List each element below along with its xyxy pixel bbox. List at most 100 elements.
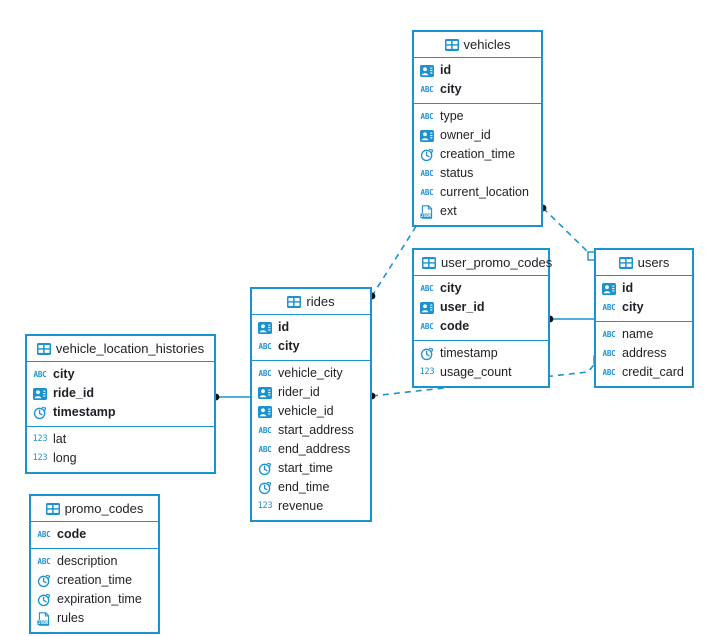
column-name: end_time xyxy=(278,480,330,495)
column-name: rules xyxy=(57,611,85,626)
column-row[interactable]: start_time xyxy=(252,459,370,478)
column-row[interactable]: creation_time xyxy=(414,145,541,164)
column-row[interactable]: JSON rules xyxy=(31,609,158,628)
abc-icon: ABC xyxy=(420,84,434,94)
column-row[interactable]: end_time xyxy=(252,478,370,497)
column-row[interactable]: id xyxy=(414,61,541,80)
table-header-promo_codes[interactable]: promo_codes xyxy=(31,496,158,522)
relationship-vehicle-location-histories-to-rides[interactable] xyxy=(212,393,250,401)
column-row[interactable]: JSON ext xyxy=(414,202,541,221)
column-row[interactable]: owner_id xyxy=(414,126,541,145)
table-name: promo_codes xyxy=(64,501,144,516)
column-row[interactable]: timestamp xyxy=(414,344,548,363)
table-icon xyxy=(422,257,436,269)
id-card-icon xyxy=(32,386,48,402)
column-name: code xyxy=(57,527,87,542)
abc-icon: ABC xyxy=(37,556,51,566)
clock-icon xyxy=(419,147,435,163)
abc-icon: ABC xyxy=(602,348,616,358)
clock-icon xyxy=(36,573,52,589)
svg-text:JSON: JSON xyxy=(421,213,431,218)
column-row[interactable]: creation_time xyxy=(31,571,158,590)
table-icon xyxy=(45,503,60,515)
column-name: lat xyxy=(53,432,67,447)
column-row[interactable]: timestamp xyxy=(27,403,214,422)
column-name: address xyxy=(622,346,667,361)
column-name: start_time xyxy=(278,461,333,476)
clock-icon xyxy=(257,461,273,477)
column-row[interactable]: id xyxy=(252,318,370,337)
json-icon: JSON xyxy=(36,611,52,627)
id-card-icon xyxy=(419,128,435,144)
abc-icon: ABC xyxy=(258,444,272,454)
table-name: user_promo_codes xyxy=(441,255,553,270)
column-name: description xyxy=(57,554,118,569)
table-header-vehicle_location_histories[interactable]: vehicle_location_histories xyxy=(27,336,214,362)
relationship-user-promo-codes-to-users[interactable] xyxy=(546,315,594,323)
table-header-user_promo_codes[interactable]: user_promo_codes xyxy=(414,250,552,276)
clock-icon xyxy=(36,592,52,608)
column-row[interactable]: rider_id xyxy=(252,383,370,402)
column-name: city xyxy=(278,339,300,354)
column-row[interactable]: ABC status xyxy=(414,164,541,183)
table-header-rides[interactable]: rides xyxy=(252,289,370,315)
column-name: ext xyxy=(440,204,457,219)
column-row[interactable]: ABC end_address xyxy=(252,440,370,459)
table-header-users[interactable]: users xyxy=(596,250,692,276)
clock-icon xyxy=(32,405,48,421)
column-row[interactable]: vehicle_id xyxy=(252,402,370,421)
table-header-vehicles[interactable]: vehicles xyxy=(414,32,541,58)
abc-icon: ABC xyxy=(420,187,434,197)
column-row[interactable]: ABC description xyxy=(31,552,158,571)
column-row[interactable]: ABC address xyxy=(596,344,692,363)
column-name: owner_id xyxy=(440,128,491,143)
id-card-icon xyxy=(419,300,435,316)
column-name: usage_count xyxy=(440,365,512,380)
column-name: expiration_time xyxy=(57,592,142,607)
column-row[interactable]: user_id xyxy=(414,298,548,317)
table-icon xyxy=(287,296,302,308)
column-name: id xyxy=(278,320,290,335)
column-name: credit_card xyxy=(622,365,684,380)
column-row[interactable]: 123 lat xyxy=(27,430,214,449)
column-name: id xyxy=(622,281,634,296)
table-name: vehicle_location_histories xyxy=(55,341,205,356)
svg-text:JSON: JSON xyxy=(38,620,48,625)
123-icon: 123 xyxy=(32,434,48,445)
column-row[interactable]: expiration_time xyxy=(31,590,158,609)
column-name: end_address xyxy=(278,442,351,457)
column-name: user_id xyxy=(440,300,485,315)
column-row[interactable]: ride_id xyxy=(27,384,214,403)
column-name: code xyxy=(440,319,470,334)
table-name: vehicles xyxy=(463,37,511,52)
column-row[interactable]: id xyxy=(596,279,692,298)
column-name: long xyxy=(53,451,77,466)
column-name: timestamp xyxy=(440,346,498,361)
abc-icon: ABC xyxy=(420,168,434,178)
column-name: status xyxy=(440,166,474,181)
